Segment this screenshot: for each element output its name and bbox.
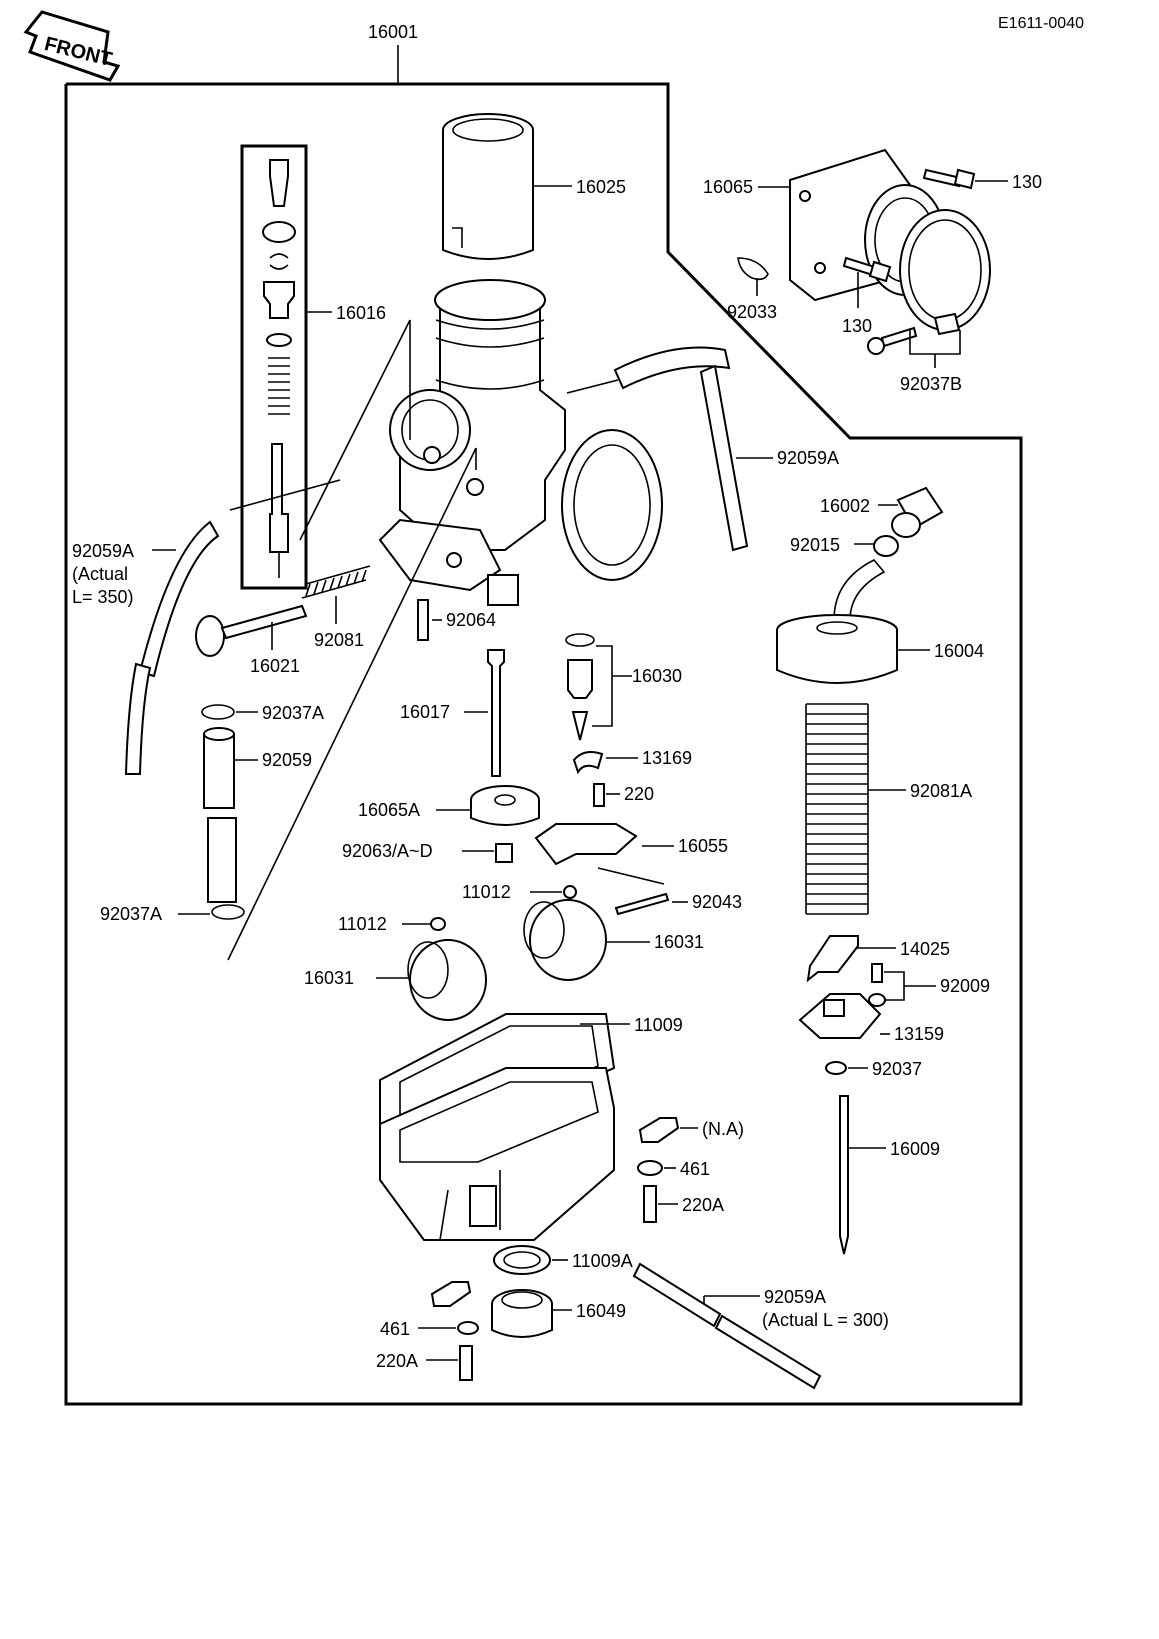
label-16049: 16049 bbox=[576, 1301, 626, 1321]
label-16065A: 16065A bbox=[358, 800, 420, 820]
label-na: (N.A) bbox=[702, 1119, 744, 1139]
label-92063: 92063/A~D bbox=[342, 841, 433, 861]
label-16031-left: 16031 bbox=[304, 968, 354, 988]
screw-220A-right bbox=[643, 1185, 657, 1223]
label-11012-a: 11012 bbox=[462, 882, 511, 902]
clamp-screw-92037B bbox=[867, 326, 918, 355]
jet-needle-kit-box bbox=[240, 144, 308, 590]
label-92033: 92033 bbox=[727, 302, 777, 322]
label-92037B: 92037B bbox=[900, 374, 962, 394]
clip-92037A-top bbox=[201, 704, 235, 720]
label-461-right: 461 bbox=[680, 1159, 710, 1179]
throttle-valve-16025 bbox=[442, 113, 534, 260]
plug-11012-b bbox=[430, 917, 446, 931]
label-14025: 14025 bbox=[900, 939, 950, 959]
label-11012-b: 11012 bbox=[338, 914, 387, 934]
plug-11012-a bbox=[563, 885, 577, 899]
label-16055: 16055 bbox=[678, 836, 728, 856]
label-92037: 92037 bbox=[872, 1059, 922, 1079]
label-461-left: 461 bbox=[380, 1319, 410, 1339]
label-16017: 16017 bbox=[400, 702, 450, 722]
vent-tube-92059A-right bbox=[613, 346, 731, 390]
label-13159: 13159 bbox=[894, 1024, 944, 1044]
label-92037A-top: 92037A bbox=[262, 703, 324, 723]
label-92015: 92015 bbox=[790, 535, 840, 555]
label-220A-right: 220A bbox=[682, 1195, 724, 1215]
label-16030: 16030 bbox=[632, 666, 682, 686]
drain-tube-92059A bbox=[632, 1262, 722, 1328]
needle-jet-16017 bbox=[487, 649, 505, 777]
screw-220 bbox=[593, 783, 605, 807]
plate-na bbox=[638, 1117, 680, 1143]
float-bowl bbox=[379, 1067, 615, 1241]
label-92009: 92009 bbox=[940, 976, 990, 996]
label-11009: 11009 bbox=[634, 1015, 683, 1035]
needle-16009 bbox=[839, 1095, 849, 1255]
screw-220A-left bbox=[459, 1345, 473, 1381]
assembly-frame bbox=[64, 82, 1023, 1406]
label-92059A-bottom-note: (Actual L = 300) bbox=[762, 1310, 889, 1330]
throttle-stop-screw-16021 bbox=[195, 604, 308, 657]
float-arm-13169 bbox=[572, 751, 604, 775]
label-92059: 92059 bbox=[262, 750, 312, 770]
drawing-code: E1611-0040 bbox=[998, 15, 1084, 32]
pin-92043 bbox=[614, 892, 670, 916]
float-16031-left bbox=[407, 939, 487, 1021]
label-220A-left: 220A bbox=[376, 1351, 418, 1371]
screws-92009 bbox=[868, 963, 886, 1007]
gasket-11009A bbox=[493, 1245, 551, 1275]
label-16021: 16021 bbox=[250, 656, 300, 676]
label-92059A-right: 92059A bbox=[777, 448, 839, 468]
carburetor-body bbox=[378, 279, 663, 606]
bolt-130-lower bbox=[842, 256, 892, 283]
label-92059A-left-note-2: L= 350) bbox=[72, 587, 134, 607]
label-92064: 92064 bbox=[446, 610, 496, 630]
washer-461-right bbox=[637, 1160, 663, 1176]
label-92059A-left-note-1: (Actual bbox=[72, 564, 128, 584]
label-92043: 92043 bbox=[692, 892, 742, 912]
float-valve-16030 bbox=[565, 633, 595, 741]
tube-92059 bbox=[203, 733, 235, 809]
label-11009A: 11009A bbox=[572, 1251, 633, 1271]
label-130-lower: 130 bbox=[842, 316, 872, 336]
float-bracket-16055 bbox=[534, 823, 638, 866]
label-130-upper: 130 bbox=[1012, 172, 1042, 192]
label-16009: 16009 bbox=[890, 1139, 940, 1159]
label-92081: 92081 bbox=[314, 630, 364, 650]
plug-16049 bbox=[491, 1289, 553, 1338]
label-92081A: 92081A bbox=[910, 781, 972, 801]
float-16031-right bbox=[523, 899, 607, 981]
label-16002: 16002 bbox=[820, 496, 870, 516]
main-jet-92063 bbox=[495, 843, 513, 863]
clip-92033 bbox=[737, 257, 769, 281]
label-16031-right: 16031 bbox=[654, 932, 704, 952]
spring-92081A bbox=[805, 703, 869, 915]
screw-92064 bbox=[417, 599, 429, 641]
nut-92015 bbox=[873, 535, 899, 557]
label-16025: 16025 bbox=[576, 177, 626, 197]
jet-needle-kit-parts bbox=[262, 159, 296, 578]
spring-92081 bbox=[301, 565, 371, 599]
label-16004: 16004 bbox=[934, 641, 984, 661]
washer-461-left bbox=[457, 1321, 479, 1335]
assembly-number: 16001 bbox=[368, 22, 418, 42]
label-16016: 16016 bbox=[336, 303, 386, 323]
plate-left bbox=[430, 1281, 472, 1307]
label-16065: 16065 bbox=[703, 177, 753, 197]
spacer-16065A bbox=[470, 785, 540, 826]
label-13169: 13169 bbox=[642, 748, 692, 768]
holder-13159 bbox=[798, 993, 882, 1039]
front-arrow: FRONT bbox=[23, 10, 121, 82]
label-92037A-bottom: 92037A bbox=[100, 904, 162, 924]
clip-92037 bbox=[825, 1061, 847, 1075]
label-92059A-bottom: 92059A bbox=[764, 1287, 826, 1307]
cap-16002 bbox=[891, 486, 944, 538]
label-220: 220 bbox=[624, 784, 654, 804]
plate-14025 bbox=[806, 935, 859, 983]
clip-92037A-bottom bbox=[211, 904, 245, 920]
label-92059A-left: 92059A bbox=[72, 541, 134, 561]
starter-cap-16004 bbox=[776, 559, 898, 684]
bolt-130-upper bbox=[922, 168, 976, 190]
